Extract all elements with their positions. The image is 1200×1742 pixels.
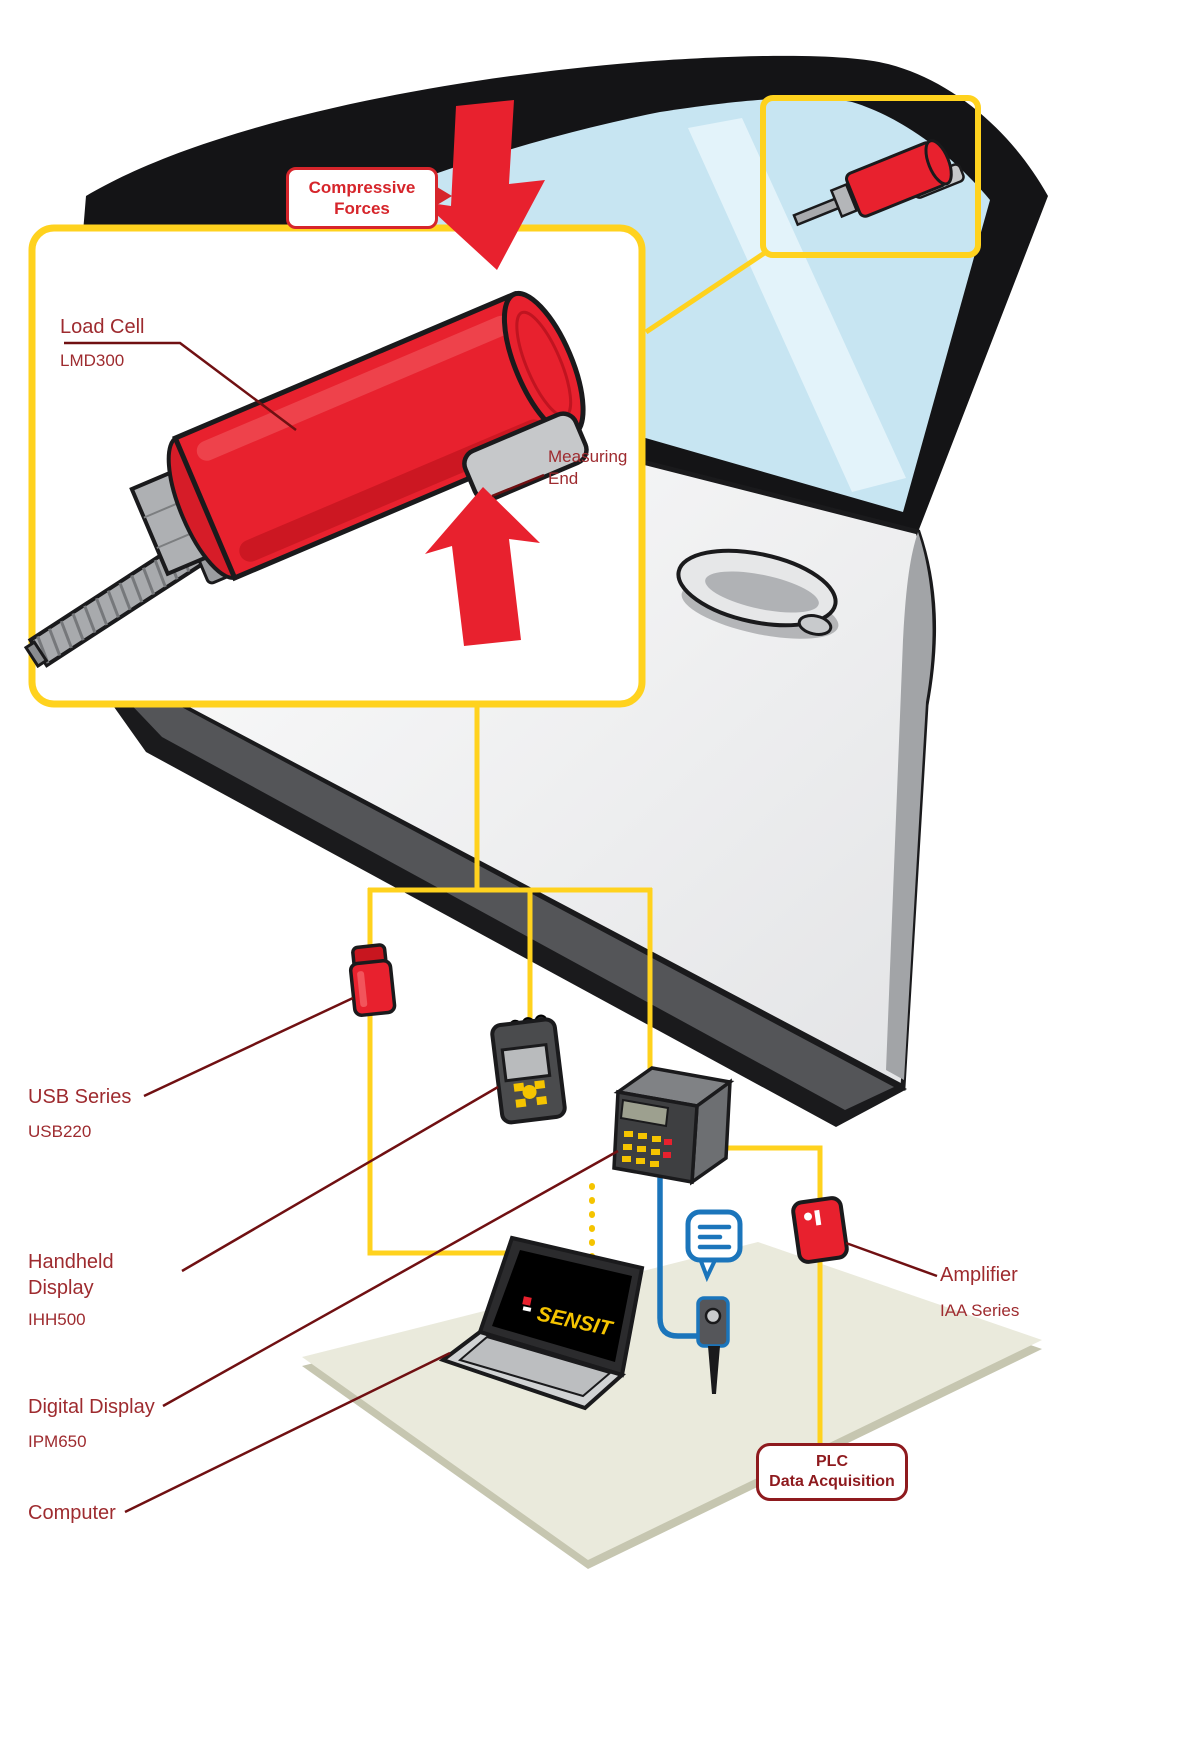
door-handle xyxy=(676,548,839,639)
measuring-end-tip xyxy=(462,411,589,502)
load-cell-illustration xyxy=(129,290,589,585)
usb-series-label: USB Series xyxy=(28,1086,132,1108)
door-lower-trim xyxy=(84,655,894,1110)
handheld-label-line1: Handheld xyxy=(28,1251,114,1273)
plc-line1: PLC xyxy=(816,1453,848,1470)
amplifier-device xyxy=(791,1196,849,1264)
handheld-label-line2: Display xyxy=(28,1277,94,1299)
digital-leader xyxy=(162,1149,619,1408)
blue-cable xyxy=(657,1175,703,1339)
usb-dongle xyxy=(348,943,397,1017)
callout-pointer xyxy=(437,187,452,205)
measuring-end-line2: End xyxy=(548,469,579,488)
zoom-link-line xyxy=(644,249,768,335)
leader-lines xyxy=(64,341,938,1514)
handheld-display-label: Handheld Display xyxy=(28,1249,114,1301)
measuring-end-label: Measuring End xyxy=(548,446,627,490)
amplifier-leader xyxy=(845,1241,938,1278)
chat-bubble-icon xyxy=(685,1209,743,1283)
door-edge-shade xyxy=(886,532,933,1080)
laptop-screen xyxy=(492,1250,632,1362)
amplifier-model: IAA Series xyxy=(940,1301,1020,1320)
compressive-forces-line1: Compressive xyxy=(308,178,416,197)
window-reflection xyxy=(688,118,906,492)
usb-leader xyxy=(143,996,354,1098)
computer-leader xyxy=(124,1351,451,1514)
handheld-keypad xyxy=(513,1080,548,1108)
load-cell-label: Load Cell xyxy=(60,316,145,338)
zoom-source-box xyxy=(760,95,981,258)
cable-connector-device xyxy=(696,1296,730,1394)
digital-display-device xyxy=(612,1066,735,1186)
door-lock xyxy=(797,614,833,636)
compressive-forces-callout: Compressive Forces xyxy=(286,167,452,229)
digital-display-label: Digital Display xyxy=(28,1396,155,1418)
down-arrow-icon xyxy=(423,100,545,270)
handheld-display-model: IHH500 xyxy=(28,1310,86,1329)
mini-load-cell xyxy=(792,139,965,227)
load-cell-model: LMD300 xyxy=(60,351,125,370)
laptop: SENSIT xyxy=(438,1235,645,1411)
usb-series-model: USB220 xyxy=(28,1122,92,1141)
plc-line2: Data Acquisition xyxy=(769,1473,895,1490)
load-cell-leader xyxy=(64,341,297,431)
amplifier-label: Amplifier xyxy=(940,1264,1018,1286)
computer-label: Computer xyxy=(28,1502,116,1524)
platform xyxy=(302,1242,1042,1569)
up-arrow-icon xyxy=(425,487,540,646)
handheld-leader xyxy=(181,1085,499,1273)
measuring-end-leader xyxy=(491,473,545,498)
usb-computer-line2 xyxy=(367,1010,512,1256)
laptop-keyboard xyxy=(457,1335,613,1398)
panel-amplifier-line xyxy=(724,1145,823,1202)
connection-lines xyxy=(367,249,823,1446)
measuring-end-line1: Measuring xyxy=(548,447,628,466)
handheld-screen xyxy=(500,1042,552,1083)
panel-buttons xyxy=(622,1131,661,1167)
handheld-display-device xyxy=(490,1014,567,1125)
digital-display-model: IPM650 xyxy=(28,1432,87,1451)
compressive-forces-line2: Forces xyxy=(334,199,390,218)
panel-display xyxy=(619,1098,670,1128)
plc-data-acquisition-box: PLC Data Acquisition xyxy=(756,1443,908,1501)
